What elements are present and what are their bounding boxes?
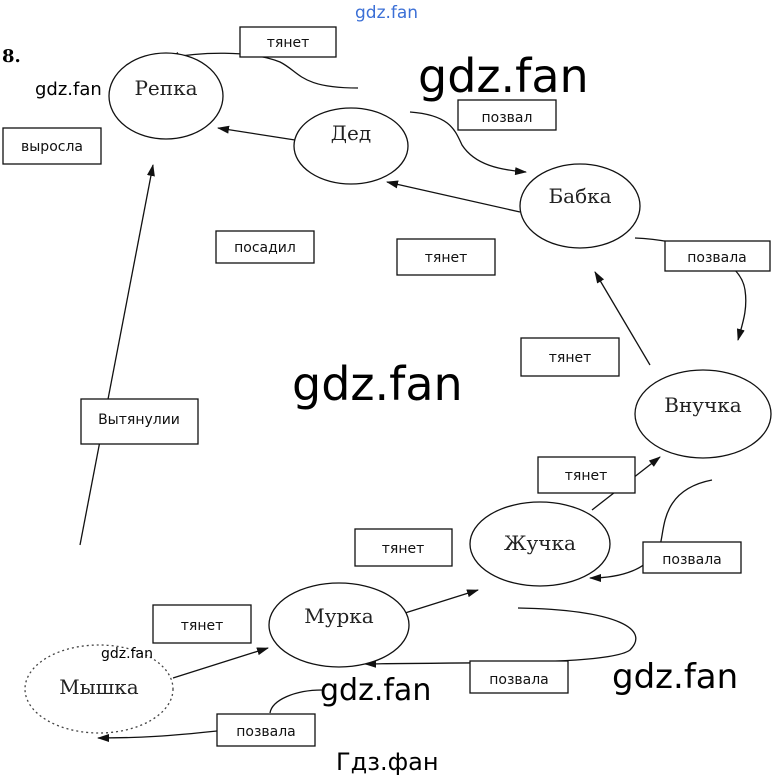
- watermark: gdz.fan: [35, 79, 102, 100]
- arrow-murka-zhuchka: [404, 589, 479, 614]
- label-box: позвала: [664, 240, 771, 272]
- label-text: позвала: [489, 672, 549, 688]
- label-text: посадил: [234, 240, 296, 256]
- node-repka: Репка: [108, 52, 224, 140]
- arrow-vnuchka-babka: [594, 271, 651, 366]
- label-text: тянет: [382, 541, 425, 557]
- label-text: тянет: [565, 468, 608, 484]
- label-text: позвал: [482, 110, 533, 126]
- node-label: Мурка: [304, 604, 374, 628]
- label-box: тянет: [152, 604, 252, 644]
- watermark: gdz.fan: [612, 657, 738, 697]
- arrow-ded-babka: [409, 111, 527, 176]
- arrow-murka-myshka: [98, 689, 323, 738]
- label-text: Вытянулии: [98, 412, 180, 428]
- watermark: gdz.fan: [418, 49, 589, 103]
- label-text: тянет: [549, 350, 592, 366]
- label-box: позвал: [457, 99, 557, 131]
- arrow-ded-repka-curve: [167, 52, 359, 89]
- node-label: Дед: [331, 121, 371, 145]
- node-zhuchka: Жучка: [469, 501, 611, 587]
- node-label: Жучка: [504, 531, 576, 555]
- node-ded: Дед: [293, 107, 409, 185]
- label-box: тянет: [520, 337, 620, 377]
- label-box: позвала: [469, 660, 569, 694]
- watermark: gdz.fan: [292, 357, 463, 411]
- label-box: тянет: [537, 456, 636, 494]
- node-label: Репка: [134, 76, 197, 100]
- label-text: выросла: [21, 139, 83, 155]
- label-text: тянет: [425, 250, 468, 266]
- label-box: тянет: [354, 528, 453, 567]
- label-box: позвала: [216, 713, 316, 747]
- watermark: gdz.fan: [320, 673, 431, 708]
- watermark: gdz.fan: [355, 3, 418, 23]
- label-box: выросла: [2, 127, 102, 165]
- label-box: тянет: [396, 238, 496, 276]
- watermark: gdz.fan: [101, 646, 153, 662]
- node-vnuchka: Внучка: [634, 369, 772, 459]
- label-box: тянет: [239, 26, 337, 58]
- node-label: Внучка: [664, 393, 742, 417]
- label-text: тянет: [267, 35, 310, 51]
- task-number: 8.: [2, 46, 21, 67]
- node-murka: Мурка: [268, 582, 410, 668]
- node-label: Бабка: [548, 184, 611, 208]
- label-box: позвала: [642, 541, 742, 574]
- node-myshka: Мышка: [24, 644, 174, 734]
- arrow-babka-ded: [386, 180, 521, 213]
- label-text: тянет: [181, 618, 224, 634]
- arrow-zhuchka-murka: [364, 607, 637, 668]
- node-babka: Бабка: [519, 163, 641, 249]
- label-box: Вытянулии: [80, 398, 199, 445]
- label-text: позвала: [687, 250, 747, 266]
- arrow-myshka-murka: [172, 647, 269, 679]
- arrow-ded-repka: [217, 125, 296, 141]
- node-label: Мышка: [59, 675, 138, 699]
- arrow-myshka-repka: [79, 164, 155, 546]
- label-text: позвала: [662, 552, 722, 568]
- label-text: позвала: [236, 724, 296, 740]
- label-box: посадил: [215, 230, 315, 264]
- watermark: Гдз.фан: [336, 748, 439, 776]
